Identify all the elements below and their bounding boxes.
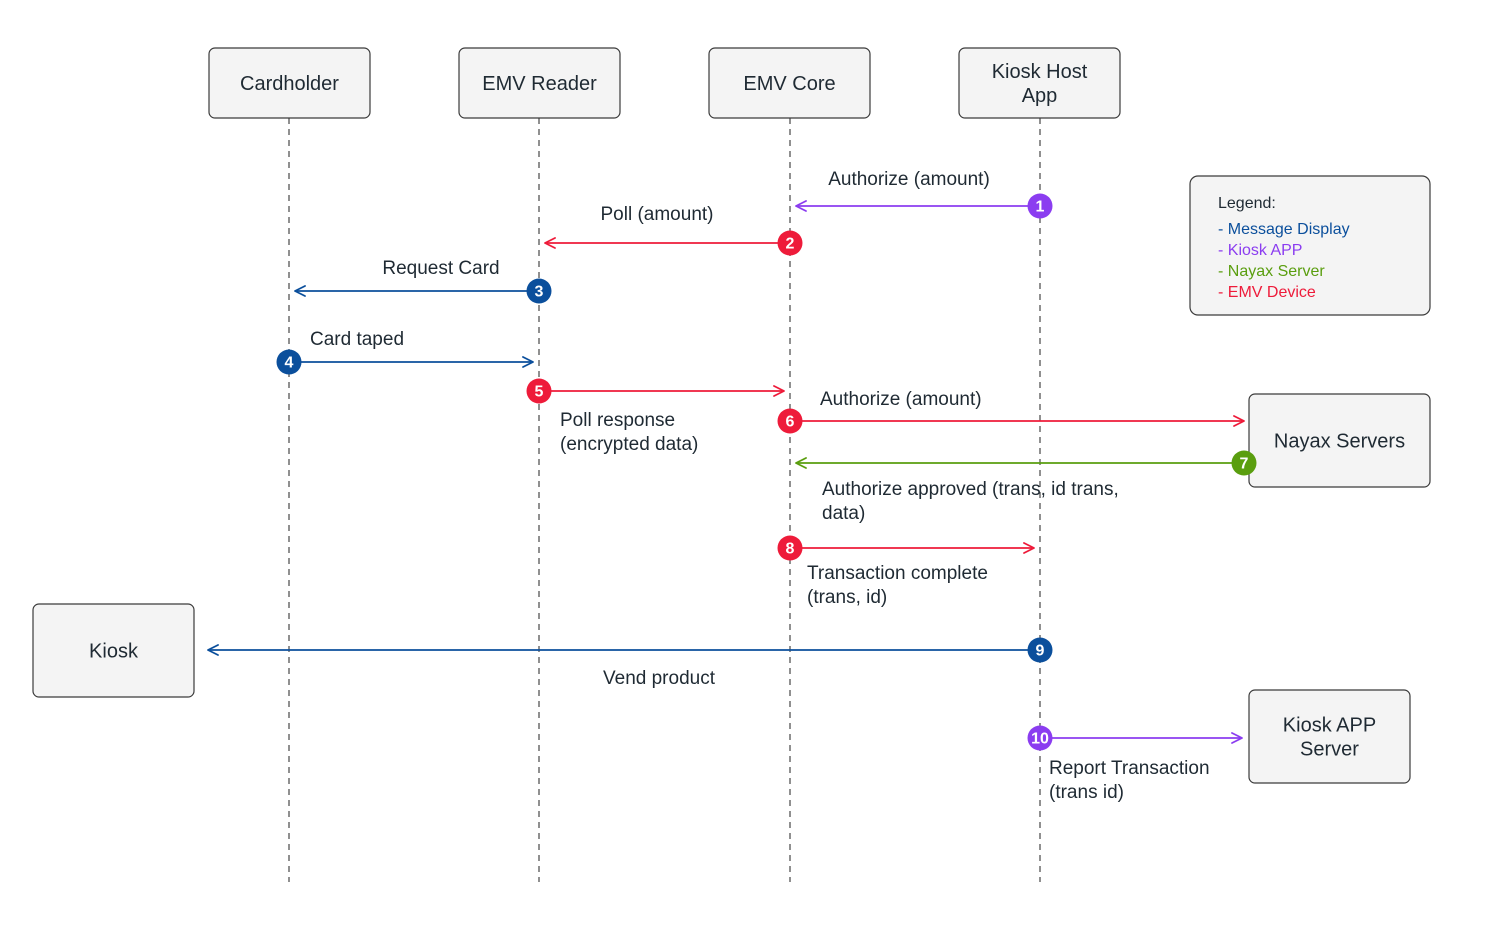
participant-label: Cardholder	[240, 73, 339, 95]
step-number: 2	[786, 236, 795, 253]
step-badge	[1027, 637, 1053, 663]
legend: Legend: - Message Display - Kiosk APP - Nay…	[1189, 175, 1431, 316]
step-badge	[1027, 725, 1053, 751]
participant-label: EMV Reader	[482, 73, 597, 95]
step-number: 10	[1031, 731, 1049, 748]
node-box	[1248, 689, 1411, 784]
message-label: (trans id)	[1049, 782, 1124, 803]
message-label: data)	[822, 503, 865, 524]
message-label: Transaction complete	[807, 563, 988, 584]
message-1: 1 Authorize (amount)	[795, 169, 1053, 219]
step-number: 7	[1240, 456, 1249, 473]
participants: Cardholder EMV Reader EMV Core Kiosk HostAp…	[208, 47, 1121, 119]
step-badge	[1231, 450, 1257, 476]
node-label: Kiosk APP	[1283, 715, 1376, 737]
legend-title: Legend:	[1218, 195, 1276, 212]
message-label: (trans, id)	[807, 587, 887, 608]
message-label: Poll (amount)	[601, 204, 714, 225]
step-number: 3	[535, 284, 544, 301]
node-label: Server	[1300, 739, 1359, 761]
participant-box	[208, 47, 371, 119]
participant-emv-reader: EMV Reader	[458, 47, 621, 119]
step-badge	[1027, 193, 1053, 219]
participant-label: EMV Core	[743, 73, 835, 95]
step-badge	[276, 349, 302, 375]
node-label: Kiosk	[89, 641, 139, 663]
node-box	[1248, 393, 1431, 488]
message-label: Report Transaction	[1049, 758, 1210, 779]
step-badge	[777, 408, 803, 434]
node-box	[32, 603, 195, 698]
participant-cardholder: Cardholder	[208, 47, 371, 119]
legend-item: - EMV Device	[1218, 284, 1316, 301]
message-label: Vend product	[603, 668, 716, 689]
participant-box	[708, 47, 871, 119]
participant-label: Kiosk Host	[992, 61, 1088, 83]
step-number: 6	[786, 414, 795, 431]
step-badge	[526, 378, 552, 404]
participant-box	[458, 47, 621, 119]
step-number: 1	[1036, 199, 1045, 216]
step-number: 8	[786, 541, 795, 558]
participant-box	[958, 47, 1121, 119]
legend-item: - Kiosk APP	[1218, 242, 1302, 259]
step-number: 5	[535, 384, 544, 401]
participant-label: App	[1022, 85, 1058, 107]
message-4: 4 Card taped	[276, 329, 534, 375]
node-label: Nayax Servers	[1274, 431, 1405, 453]
node-kiosk: Kiosk	[32, 603, 195, 698]
message-6: 6 Authorize (amount)	[777, 389, 1245, 434]
node-nayax-servers: Nayax Servers	[1248, 393, 1431, 488]
message-label: Card taped	[310, 329, 404, 350]
lifelines	[288, 118, 1041, 882]
message-2: 2 Poll (amount)	[544, 204, 803, 256]
message-label: Authorize (amount)	[828, 169, 990, 190]
legend-item: - Nayax Server	[1218, 263, 1325, 280]
message-label: Poll response	[560, 410, 675, 431]
step-badge	[777, 535, 803, 561]
message-label: Authorize (amount)	[820, 389, 982, 410]
legend-box	[1189, 175, 1431, 316]
step-number: 4	[285, 355, 294, 372]
legend-item: - Message Display	[1218, 221, 1350, 238]
step-badge	[777, 230, 803, 256]
step-badge	[526, 278, 552, 304]
participant-emv-core: EMV Core	[708, 47, 871, 119]
step-number: 9	[1036, 643, 1045, 660]
message-label: Authorize approved (trans, id trans,	[822, 479, 1119, 500]
message-label: (encrypted data)	[560, 434, 698, 455]
message-label: Request Card	[382, 258, 499, 279]
message-3: 3 Request Card	[294, 258, 552, 304]
